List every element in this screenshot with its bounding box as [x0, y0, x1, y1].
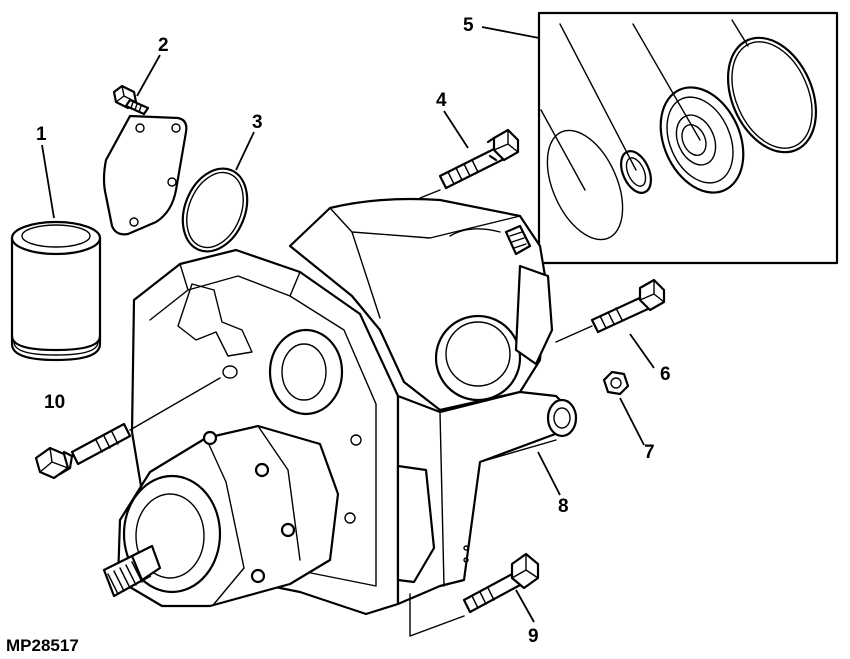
detail-inset-box [537, 11, 839, 265]
flange-bolt-10 [34, 422, 132, 480]
callout-9: 9 [528, 626, 539, 647]
cover-plate [102, 114, 188, 236]
flange-bolt-9 [462, 552, 540, 614]
leader-lines [41, 26, 655, 637]
callout-5: 5 [463, 15, 474, 36]
callout-labels: 1 2 3 4 5 6 7 8 9 10 [36, 15, 671, 647]
callout-3: 3 [252, 112, 263, 133]
callout-2: 2 [158, 35, 169, 56]
callout-7: 7 [644, 442, 655, 463]
callout-1: 1 [36, 124, 47, 145]
figure-reference-id: MP28517 [6, 636, 79, 655]
flange-bolt-6 [590, 278, 666, 334]
callout-8: 8 [558, 496, 569, 517]
filter-cartridge [10, 220, 102, 362]
pump-housing [102, 197, 578, 616]
o-ring [181, 167, 249, 253]
callout-4: 4 [436, 90, 447, 111]
small-cap-screw [112, 84, 150, 116]
hex-nut [602, 370, 630, 396]
callout-10: 10 [44, 392, 65, 413]
callout-6: 6 [660, 364, 671, 385]
flange-bolt-4 [438, 128, 520, 190]
